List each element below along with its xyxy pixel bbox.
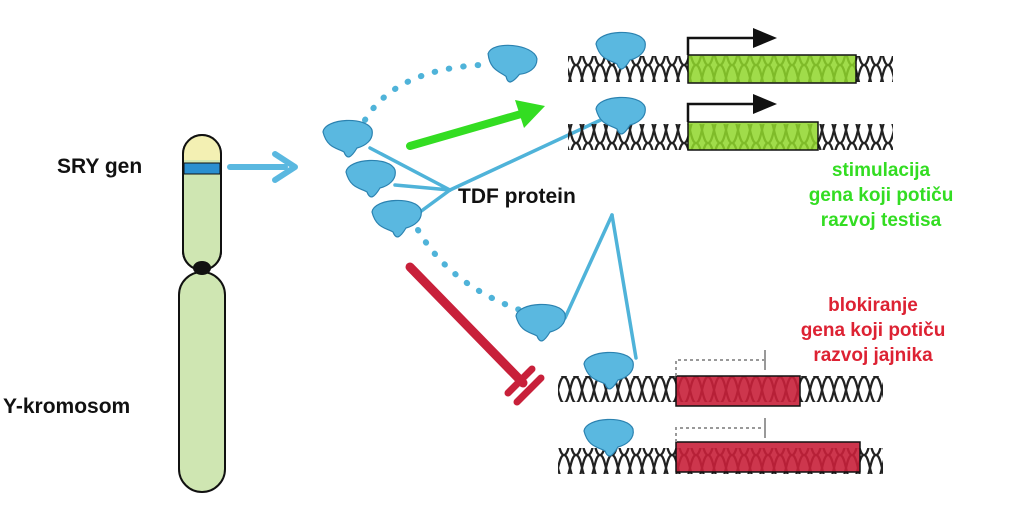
blocked-gene-1 [675,350,801,407]
protein-free-2 [345,159,396,198]
y-chromosome-label: Y-kromosom [3,395,131,418]
stimulation-caption: stimulacija gena koji potiču razvoj test… [778,158,984,233]
sry-to-protein-arrow [227,151,298,183]
dotted-path-upper [362,62,483,123]
active-gene-1 [686,28,857,84]
tdf-connectors [368,116,638,360]
chromosome-top-cap [184,135,220,160]
inhibition-arrow [405,262,545,406]
blocking-caption: blokiranje gena koji potiču razvoj jajni… [770,293,976,368]
dotted-path-lower [415,227,523,313]
stimulation-line-3: razvoj testisa [820,210,942,231]
chromosome-lower-arm [178,271,226,493]
protein-free-3 [371,199,422,238]
active-gene-2 [686,94,819,151]
blocking-line-3: razvoj jajnika [813,345,933,366]
centromere [193,261,211,275]
tdf-protein-label: TDF protein [458,185,576,208]
stimulation-arrow [406,100,545,150]
y-chromosome [178,134,226,493]
stimulation-line-1: stimulacija [831,160,931,181]
protein-dotted-top [483,41,540,86]
protein-free-1 [322,119,373,158]
stimulation-line-2: gena koji potiču [808,185,954,206]
blocking-line-1: blokiranje [828,295,918,316]
sry-gene-label: SRY gen [57,155,143,178]
blocked-gene-2 [675,418,861,473]
protein-dotted-bottom [515,303,566,342]
blocking-line-2: gena koji potiču [800,320,946,341]
sry-band [183,162,221,175]
